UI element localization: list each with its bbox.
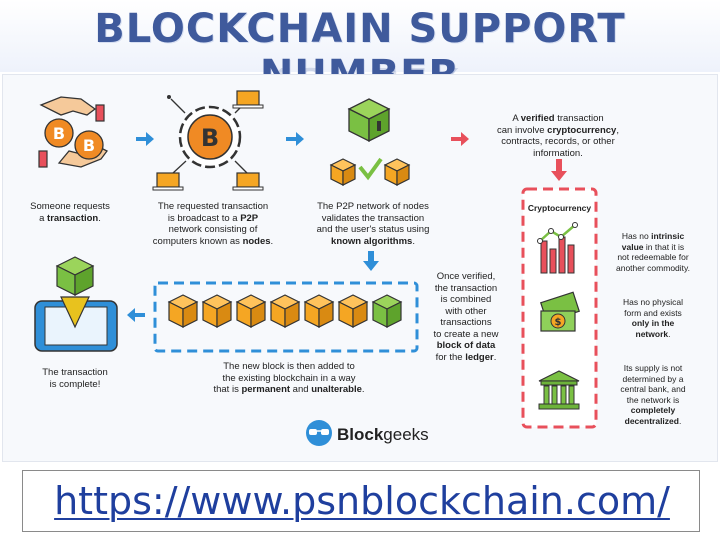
svg-text:B: B — [201, 124, 219, 152]
phone-cube-icon — [34, 256, 118, 352]
flow-arrow-2 — [286, 132, 304, 146]
glasses-logo-icon — [306, 420, 332, 446]
hand-coin-icon: B B — [38, 96, 108, 168]
svg-text:$: $ — [555, 317, 562, 328]
brand-name: Blockgeeks — [337, 425, 429, 444]
chart-icon — [537, 222, 578, 274]
cash-icon: $ — [539, 291, 581, 332]
chain-blocks — [167, 294, 403, 328]
website-link[interactable]: https://www.psnblockchain.com/ — [54, 479, 670, 523]
title-band — [0, 0, 720, 72]
infographic-panel: B B B — [2, 74, 718, 462]
flow-arrow-3 — [451, 132, 469, 146]
crypto-heading: Cryptocurrency — [527, 203, 592, 213]
svg-text:B: B — [53, 124, 65, 143]
new-block-box — [153, 281, 419, 353]
infographic-drawing: B B B — [34, 90, 598, 446]
url-box: https://www.psnblockchain.com/ — [22, 470, 700, 532]
bitcoin-network-icon: B — [152, 90, 264, 191]
flow-arrow-5 — [363, 251, 379, 271]
flow-arrow-6 — [127, 308, 145, 322]
flow-arrow-4 — [551, 159, 567, 181]
flow-arrow-1 — [136, 132, 154, 146]
svg-text:B: B — [83, 136, 95, 155]
bank-icon — [538, 370, 580, 410]
cube-nodes-icon — [329, 98, 411, 186]
